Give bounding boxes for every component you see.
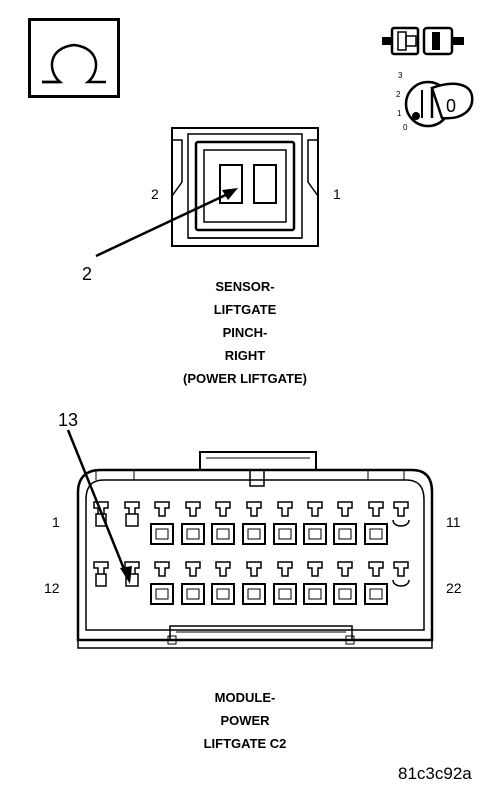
sensor-connector	[0, 0, 495, 300]
terminal-cavity	[181, 561, 205, 605]
module-pin-label-22: 22	[446, 580, 462, 596]
terminal-cavity	[333, 561, 357, 605]
key-position-3: 3	[398, 71, 403, 80]
module-caption-line: POWER	[220, 713, 270, 728]
terminal-cavity	[303, 501, 327, 545]
terminal-cavity	[242, 561, 266, 605]
module-caption-line: MODULE-	[214, 690, 276, 705]
terminal-cavity	[364, 501, 388, 545]
sensor-caption-line: PINCH-	[222, 325, 268, 340]
ohm-meter-symbol	[28, 18, 120, 98]
module-pin-label-1: 1	[52, 514, 60, 530]
connector-plug-icon	[380, 20, 474, 62]
terminal-cavity	[150, 501, 174, 545]
module-pin-label-11: 11	[446, 514, 461, 530]
figure-id: 81c3c92a	[398, 764, 472, 783]
sensor-pin-label-1: 1	[333, 186, 341, 202]
module-pin-label-12: 12	[44, 580, 60, 596]
module-connector	[66, 429, 434, 649]
terminal-cavity	[211, 501, 235, 545]
ignition-key-icon	[392, 70, 484, 132]
terminal-cavity	[273, 561, 297, 605]
sensor-caption-line: LIFTGATE	[213, 302, 277, 317]
terminal-cavity	[242, 501, 266, 545]
module-caption: MODULE- POWER LIFTGATE C2	[130, 686, 360, 755]
sensor-caption: SENSOR- LIFTGATE PINCH- RIGHT (POWER LIF…	[130, 275, 360, 390]
sensor-pin-label-2: 2	[151, 186, 159, 202]
sensor-caption-line: RIGHT	[224, 348, 266, 363]
key-position-0: 0	[403, 123, 408, 132]
terminal-cavity	[93, 561, 109, 587]
terminal-cavity	[211, 561, 235, 605]
terminal-cavity	[364, 561, 388, 605]
key-label: 0	[446, 96, 457, 116]
sensor-connector-drawing	[95, 127, 319, 258]
terminal-cavity	[392, 501, 410, 527]
terminal-cavity	[150, 561, 174, 605]
key-position-2: 2	[396, 90, 401, 99]
terminal-cavity	[273, 501, 297, 545]
terminal-cavity	[333, 501, 357, 545]
sensor-caption-line: (POWER LIFTGATE)	[183, 371, 307, 386]
terminal-cavity	[392, 561, 410, 587]
key-position-1: 1	[397, 109, 402, 118]
module-connector-drawing	[66, 429, 434, 649]
module-callout-number: 13	[58, 410, 79, 430]
sensor-callout-number: 2	[82, 264, 93, 284]
terminal-cavity	[303, 561, 327, 605]
sensor-caption-line: SENSOR-	[215, 279, 275, 294]
module-caption-line: LIFTGATE C2	[203, 736, 287, 751]
terminal-cavity	[181, 501, 205, 545]
ohm-icon	[28, 18, 120, 98]
terminal-cavity	[124, 501, 140, 527]
